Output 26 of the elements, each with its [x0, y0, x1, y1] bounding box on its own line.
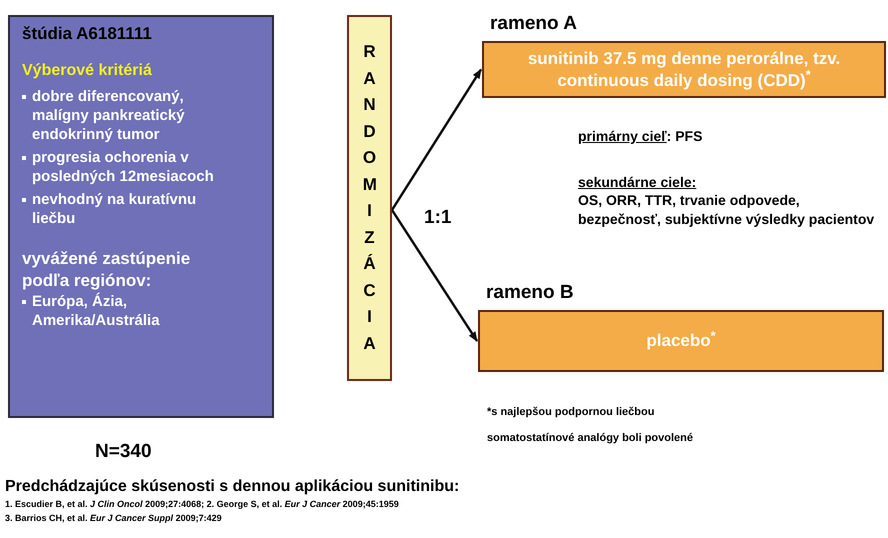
arrow: [390, 68, 482, 211]
vertical-label: RANDOMIZÁCIA: [362, 41, 376, 354]
treatment-text: sunitinib 37.5 mg denne perorálne, tzv. continuous daily dosing (CDD)$^{*}$: [526, 48, 842, 92]
bullet-item: nevhodný na kuratívnu liečbu: [32, 190, 198, 228]
sample-size: N=340: [95, 440, 152, 464]
treatment-box: [478, 310, 884, 372]
arrow: [390, 209, 478, 342]
footnote: somatostatínové analógy boli povolené: [487, 431, 693, 446]
treatment-text: placebo$^{*}$: [646, 330, 716, 352]
footnote: *s najlepšou podpornou liečbou: [487, 405, 654, 420]
arm-heading: rameno B: [486, 281, 574, 305]
references-heading: Predchádzajúce skúsenosti s dennou aplikáciou sunitinibu:: [5, 477, 460, 497]
criteria-panel: [8, 15, 274, 418]
reference-text: 1. Escudier B, et al. J Clin Oncol 2009;27:4068; 2. George S, et al. Eur J Cancer 2009;45:1959: [5, 498, 399, 511]
randomization-bar: [347, 15, 392, 381]
treatment-box: [482, 41, 886, 98]
arm-heading: rameno A: [490, 12, 577, 36]
study-title: štúdia A6181111: [22, 23, 153, 45]
endpoint-text: primárny cieľ: PFS: [578, 127, 702, 146]
ratio-label: 1:1: [424, 206, 452, 230]
reference-text: 3. Barrios CH, et al. Eur J Cancer Suppl 2009;7:429: [5, 512, 222, 525]
endpoint-heading: sekundárne ciele:: [578, 173, 696, 192]
bullet-item: Európa, Ázia, Amerika/Austrália: [32, 292, 161, 330]
section-heading: vyvážené zastúpenie podľa regiónov:: [22, 248, 192, 292]
section-heading: Výberové kritériá: [22, 60, 153, 80]
endpoint-text: OS, ORR, TTR, trvanie odpovede, bezpečnosť, subjektívne výsledky pacientov: [578, 191, 876, 229]
